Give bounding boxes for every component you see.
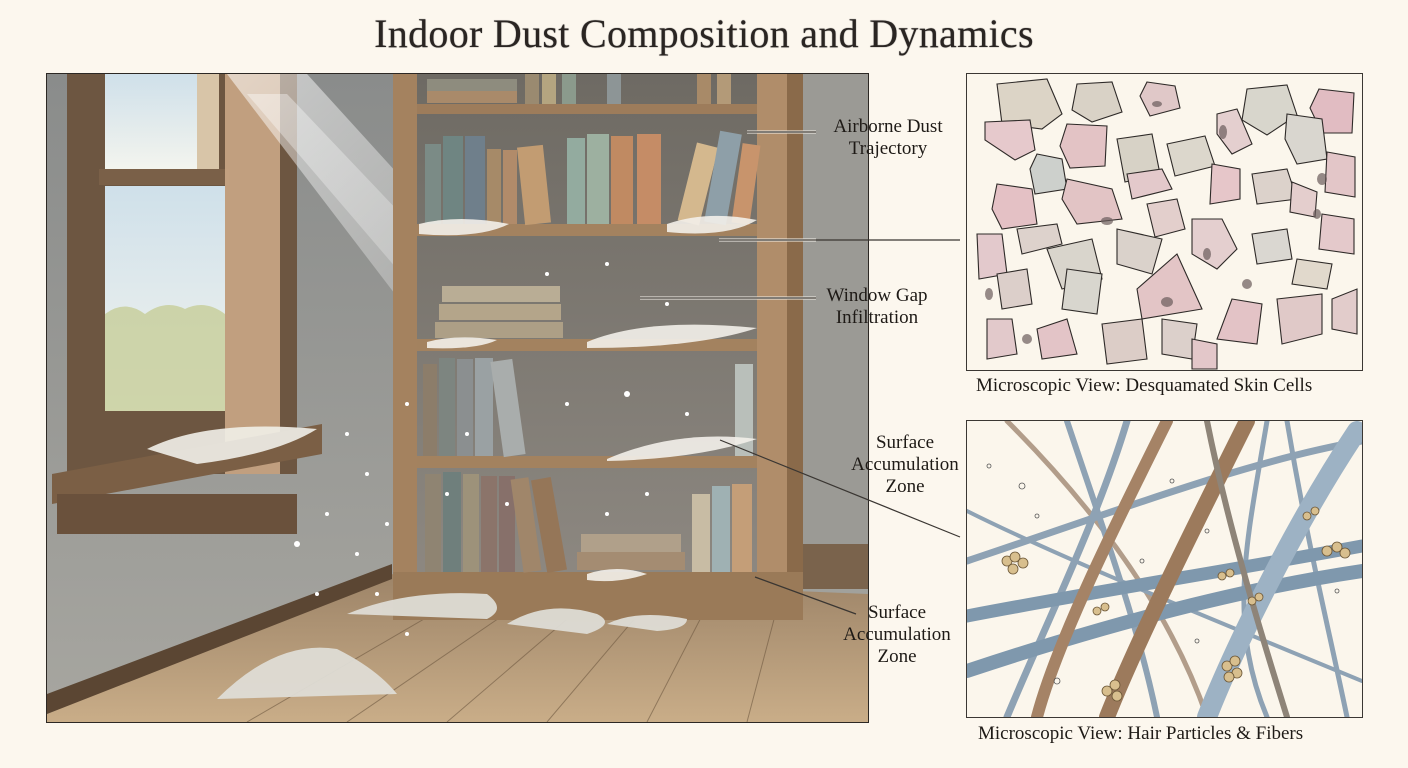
callout-line: Airborne Dust: [833, 116, 943, 137]
callout-window-gap-infiltration: Window Gap Infiltration: [812, 285, 942, 329]
bookcase: [393, 74, 803, 620]
window: [52, 74, 322, 534]
callout-line: Infiltration: [835, 307, 919, 328]
window-sill-dust: [147, 426, 317, 464]
floor-dust-piles: [217, 593, 687, 699]
callout-surface-accumulation-zone-2: Surface Accumulation Zone: [832, 602, 962, 668]
callout-line: Accumulation: [843, 624, 951, 645]
callout-line: Window Gap: [826, 285, 928, 306]
callout-line: Trajectory: [848, 138, 928, 159]
callout-line: Accumulation: [851, 454, 959, 475]
callout-line: Zone: [885, 476, 925, 497]
page-title: Indoor Dust Composition and Dynamics: [374, 11, 1034, 56]
hair-fibers-microscopic-panel: [966, 420, 1363, 718]
callout-surface-accumulation-zone-1: Surface Accumulation Zone: [840, 432, 970, 498]
room-scene-illustration: [46, 73, 869, 723]
callout-line: Surface: [867, 602, 927, 623]
callout-airborne-dust-trajectory: Airborne Dust Trajectory: [818, 116, 958, 160]
falling-particles: [294, 262, 689, 636]
skin-cells-caption: Microscopic View: Desquamated Skin Cells: [976, 375, 1313, 396]
shelf-dust: [419, 215, 757, 582]
books: [423, 74, 761, 574]
hair-fibers-svg: [967, 421, 1362, 717]
skin-cells-svg: [976, 78, 1358, 370]
room-scene-svg: [47, 74, 868, 722]
hair-fibers-caption: Microscopic View: Hair Particles & Fiber…: [978, 723, 1304, 744]
callout-line: Zone: [877, 646, 917, 667]
debris-clusters: [1001, 506, 1351, 702]
skin-cells-microscopic-panel: [966, 73, 1363, 371]
callout-line: Surface: [875, 432, 935, 453]
